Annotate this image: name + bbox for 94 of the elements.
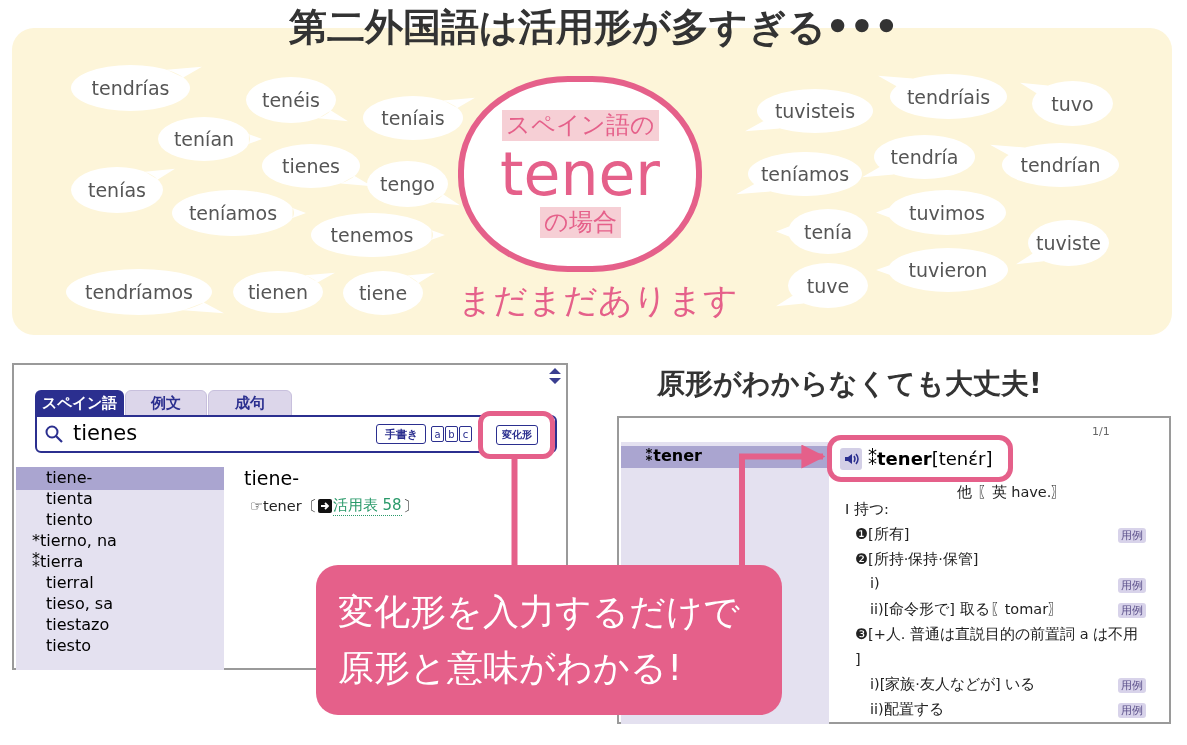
word-text: tuvo bbox=[1051, 92, 1094, 115]
speech-bubble bbox=[1016, 220, 1109, 266]
speech-bubble bbox=[343, 271, 435, 315]
word-text: tienes bbox=[281, 155, 341, 177]
speech-bubble bbox=[878, 74, 1007, 119]
tab: スペイン語 bbox=[35, 390, 124, 416]
word-text: tenían bbox=[173, 128, 235, 150]
speech-bubble bbox=[66, 269, 224, 315]
word-list-item: tiestazo bbox=[46, 615, 110, 634]
speech-bubble bbox=[776, 209, 868, 254]
tab: 例文 bbox=[125, 390, 207, 416]
word-text: tendría bbox=[890, 146, 959, 168]
caption-text: の場合 bbox=[539, 207, 621, 239]
word-list-item: *tierno, na bbox=[32, 531, 117, 550]
entry-text: i)[家族·友人などが] いる bbox=[870, 675, 1036, 694]
entry-headword: tiene- bbox=[244, 467, 299, 489]
subtitle-text: まだまだあります bbox=[458, 279, 738, 322]
entry-text: ii)[命令形で] 取る〖tomar〗 bbox=[870, 600, 1064, 619]
table-link: 活用表 58 bbox=[332, 496, 402, 516]
word-text: tendríamos bbox=[85, 281, 193, 303]
connector-line bbox=[511, 457, 518, 565]
letter-key: b bbox=[445, 426, 458, 442]
entry-text: 他 〖英 have.〗 bbox=[957, 483, 1067, 502]
speech-bubble bbox=[990, 143, 1119, 187]
word-text: teníamos bbox=[760, 163, 850, 185]
entry-text: i) bbox=[870, 575, 880, 591]
word-text: tengo bbox=[380, 173, 435, 195]
word-list-item: tieso, sa bbox=[46, 594, 113, 613]
speech-bubble bbox=[1020, 81, 1113, 126]
highlight-frame bbox=[827, 435, 1013, 482]
word-list-item: tierral bbox=[46, 573, 94, 592]
speech-bubble bbox=[363, 96, 475, 140]
word-text: tendríais bbox=[906, 85, 991, 108]
word-list-item: tiesto bbox=[46, 636, 91, 655]
example-button: 用例 bbox=[1118, 703, 1146, 718]
speech-bubble bbox=[233, 271, 335, 313]
word-text: tiene bbox=[358, 282, 408, 304]
caption-text: スペイン語の bbox=[501, 109, 659, 141]
entry-headword: ⁑tener[tenɛ́r] bbox=[868, 448, 993, 469]
heading-text: 原形がわからなくても大丈夫! bbox=[657, 366, 1042, 402]
word-list-item: tiento bbox=[46, 510, 93, 529]
speech-bubble bbox=[776, 263, 868, 308]
entry-text: ❷[所持·保持·保管] bbox=[855, 550, 979, 569]
example-button: 用例 bbox=[1118, 528, 1146, 543]
arrow bbox=[739, 444, 826, 565]
handwriting-button: 手書き bbox=[376, 424, 426, 444]
entry-text: I 持つ: bbox=[845, 500, 889, 519]
word-text: tuvieron bbox=[908, 259, 988, 281]
example-button: 用例 bbox=[1118, 678, 1146, 693]
word-list-item: ⁑tener bbox=[645, 446, 702, 465]
speech-bubble bbox=[311, 213, 445, 257]
entry-text: ii)配置する bbox=[870, 700, 944, 719]
speech-bubble bbox=[367, 161, 460, 207]
speech-bubble bbox=[745, 89, 873, 133]
speech-bubble bbox=[246, 77, 348, 123]
example-button: 用例 bbox=[1118, 578, 1146, 593]
word-text: tuve bbox=[806, 274, 850, 297]
word-text: tuvisteis bbox=[774, 100, 856, 122]
letter-key: a bbox=[431, 426, 444, 442]
callout-box bbox=[316, 565, 782, 715]
speech-bubble bbox=[71, 167, 175, 213]
word-text: tuvimos bbox=[908, 201, 985, 224]
word-text: teníamos bbox=[188, 202, 278, 224]
speech-bubble bbox=[172, 190, 306, 236]
letter-key: c bbox=[459, 426, 472, 442]
bracket-text: 〕 bbox=[402, 496, 418, 516]
word-text: tenía bbox=[803, 220, 853, 243]
word-text: teníais bbox=[381, 107, 445, 129]
word-text: tuviste bbox=[1035, 232, 1102, 254]
conjugation-button: 変化形 bbox=[495, 425, 538, 445]
entry-text: ❶[所有] bbox=[855, 525, 910, 544]
page-counter: 1/1 bbox=[1092, 425, 1110, 438]
word-list-item: ⁑tierra bbox=[32, 552, 84, 571]
word-text: tenéis bbox=[261, 89, 321, 111]
cross-reference-text: ☞tener〔 bbox=[250, 496, 317, 516]
word-list-item: tiene- bbox=[46, 468, 93, 487]
callout-text: 変化形を入力するだけで原形と意味がわかる! bbox=[338, 590, 742, 690]
speech-bubble bbox=[158, 117, 262, 161]
headword-text: tener bbox=[499, 141, 661, 207]
speech-bubble bbox=[876, 248, 1008, 292]
word-list-item: tienta bbox=[46, 489, 93, 508]
word-text: tenemos bbox=[330, 224, 414, 246]
speech-bubble bbox=[71, 65, 202, 111]
speech-bubble bbox=[862, 135, 975, 179]
example-button: 用例 bbox=[1118, 603, 1146, 618]
speech-bubble bbox=[876, 190, 1006, 235]
word-text: tenías bbox=[88, 179, 146, 201]
highlight-frame bbox=[478, 411, 555, 459]
word-text: tendrían bbox=[1020, 154, 1101, 176]
title: 第二外国語は活用形が多すぎる••• bbox=[287, 4, 900, 51]
speech-bubble bbox=[736, 152, 862, 196]
word-text: tendrías bbox=[91, 77, 170, 99]
word-text: tienen bbox=[247, 281, 309, 303]
tab: 成句 bbox=[208, 390, 292, 416]
